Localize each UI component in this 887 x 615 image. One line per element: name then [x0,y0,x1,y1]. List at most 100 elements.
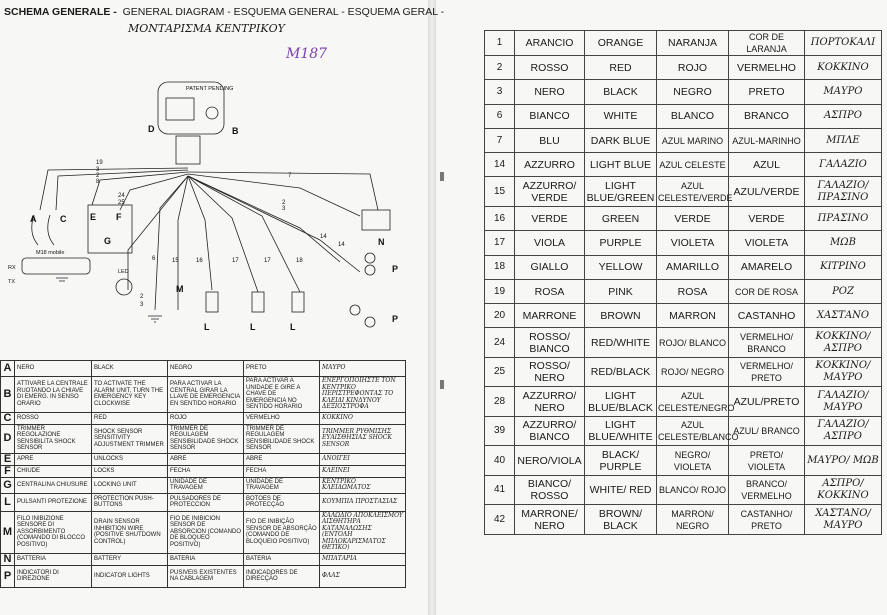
legend-cell: LOCKING UNIT [91,476,168,494]
color-cell-gr: ΧΑΣΤΑΝΟ [804,303,882,329]
wire-harness [175,135,201,165]
label-n: N [378,237,385,247]
color-cell-pt: PRETO [728,79,805,105]
legend-cell: PULSANTI PROTEZIONE [14,492,92,512]
color-cell-num: 15 [484,176,515,207]
legend-cell: BATERIA [243,552,320,566]
wire-number: 15 [172,258,179,264]
color-cell-en: RED [584,54,657,81]
page-gutter [428,0,436,615]
title-subtitle: GENERAL DIAGRAM - ESQUEMA GENERAL - ESQU… [122,6,445,18]
color-cell-num: 42 [484,504,515,535]
legend-key: M [0,510,15,554]
label-m: M [176,284,184,294]
color-cell-pt: AZUL/PRETO [728,386,805,417]
wire-number: 6 [152,256,156,262]
locking-unit [87,204,133,254]
color-cell-it: ROSSO/ BIANCO [514,327,585,358]
label-rx: RX [8,265,16,271]
color-cell-it: BIANCO/ ROSSO [514,474,585,506]
page-edge-mark [440,380,444,389]
color-cell-it: NERO [514,79,585,105]
color-cell-gr: ΡΟΖ [804,278,882,305]
color-cell-es: AMARILLO [656,254,729,280]
legend-cell: FILO INIBIZIONE SENSORE DI ASSORBIMENTO … [14,510,92,554]
wire-number: 16 [196,258,203,264]
color-cell-pt: AZUL/ BRANCO [728,415,805,447]
push-button [205,291,219,313]
remote-control [21,257,91,275]
color-cell-gr: ΓΑΛΑΖΙΟ/ ΑΣΠΡΟ [804,415,882,447]
color-cell-es: ROJO [656,54,729,81]
wire-number: 3 [96,167,100,173]
color-cell-pt: COR DE LARANJA [728,30,805,56]
legend-cell: DRAIN SENSOR INHIBITION WIRE (POSITIVE S… [91,510,168,554]
wire-number: 2 [96,173,100,179]
legend-cell: ΚΛΕΙΝΕΙ [319,464,406,478]
color-cell-en: LIGHT BLUE/WHITE [584,415,657,447]
color-cell-gr: ΠΟΡΤΟΚΑΛΙ [804,30,882,56]
color-cell-it: MARRONE/ NERO [514,504,585,535]
wire-number: 17 [264,258,271,264]
color-cell-gr: ΧΑΣΤΑΝΟ/ ΜΑΥΡΟ [804,504,882,535]
legend-cell: FIO DE INIBIÇÃO SENSOR DE ABSORÇÃO (COMA… [243,510,320,554]
color-cell-num: 39 [484,415,515,447]
legend-key: B [0,376,15,413]
color-cell-es: ROJO/ NEGRO [656,356,729,388]
color-cell-pt: COR DE ROSA [728,278,805,305]
legend-cell: PULSADORES DE PROTECCION [167,492,244,512]
color-cell-num: 17 [484,230,515,256]
color-cell-gr: ΚΙΤΡΙΝΟ [804,254,882,280]
color-cell-it: VERDE [514,205,585,232]
label-patent: PATENT PENDING [186,86,233,92]
color-cell-it: MARRONE [514,303,585,329]
legend-cell: PARA ACTIVAR LA CENTRAL GIRAR LA LLAVE D… [167,376,244,413]
color-cell-num: 19 [484,278,515,305]
label-led: LED [118,269,129,275]
legend-cell: ΚΟΥΜΠΙΑ ΠΡΟΣΤΑΣΙΑΣ [319,492,406,512]
legend-cell: BOTOES DE PROTECÇÃO [243,492,320,512]
legend-key: C [0,411,15,425]
color-cell-pt: PRETO/ VIOLETA [728,445,805,476]
color-cell-en: GREEN [584,205,657,232]
color-cell-gr: ΓΑΛΑΖΙΟ [804,152,882,178]
legend-cell: ΚΕΝΤΡΙΚΟ ΚΛΕΙΔΩΜΑΤΟΣ [319,476,406,494]
color-cell-en: LIGHT BLUE [584,152,657,178]
color-cell-gr: ΚΟΚΚΙΝΟ [804,54,882,81]
legend-cell: APRE [14,452,92,466]
legend-cell: CHIUDE [14,464,92,478]
legend-cell: ROSSO [14,411,92,425]
legend-cell: NEGRO [167,360,244,377]
legend-cell: ABRE [167,452,244,466]
color-cell-es: MARRON/ NEGRO [656,504,729,535]
color-cell-gr: ΜΩΒ [804,230,882,256]
color-cell-pt: VIOLETA [728,230,805,256]
color-cell-it: AZZURRO/ BIANCO [514,415,585,447]
color-cell-es: AZUL MARINO [656,127,729,154]
legend-cell: BATTERY [91,552,168,566]
legend-cell: ABRE [243,452,320,466]
wire-number: 7 [288,173,292,179]
legend-cell: INDICADORES DE DIRECÇÃO [243,564,320,588]
legend-cell: ΕΝΕΡΓΟΠΟΙΗΣΤΕ ΤΟΝ ΚΕΝΤΡΙΚΟ ΠΕΡΙΣΤΡΕΦΟΝΤΑ… [319,376,406,413]
wire-number: 14 [320,234,327,240]
color-cell-es: BLANCO [656,103,729,129]
legend-cell: INDICATOR LIGHTS [91,564,168,588]
wire-number: 19 [96,160,103,166]
color-cell-it: BIANCO [514,103,585,129]
label-d: D [148,124,155,134]
label-f: F [116,212,122,222]
label-p1: P [392,264,398,274]
legend-cell: UNIDADE DE TRAVAGEM [167,476,244,494]
